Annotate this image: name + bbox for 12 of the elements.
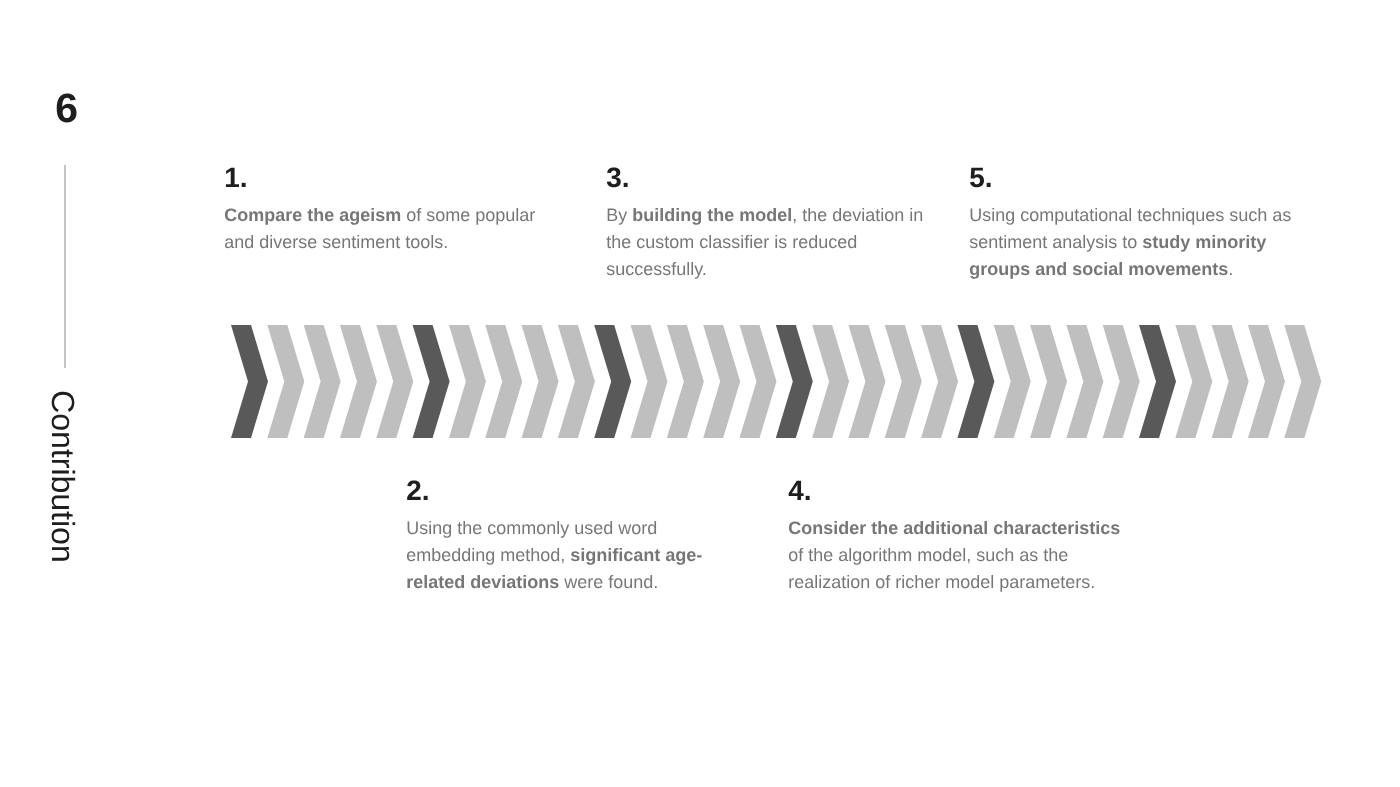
step-number: 4.: [788, 480, 810, 500]
step-text: Compare the ageism of some popular and diverse sentiment tools.: [224, 207, 535, 249]
step-text: Using the commonly used word embedding method, significant age-related deviations were found.: [406, 520, 702, 589]
step-text: Using computational techniques such as sentiment analysis to study minority groups and social movements.: [969, 207, 1291, 279]
step-number: 5.: [970, 167, 991, 188]
section-title: Contribution: [51, 391, 76, 561]
step-text: By building the model, the deviation in the custom classifier is reduced successfully.: [606, 207, 923, 279]
section-number: 6: [56, 93, 77, 123]
step-number: 2.: [407, 480, 428, 500]
step-number: 1.: [225, 167, 246, 187]
step-number: 3.: [606, 167, 628, 188]
step-text: Consider the additional characteristics of the algorithm model, such as the realization of richer model parameters.: [788, 520, 1120, 592]
